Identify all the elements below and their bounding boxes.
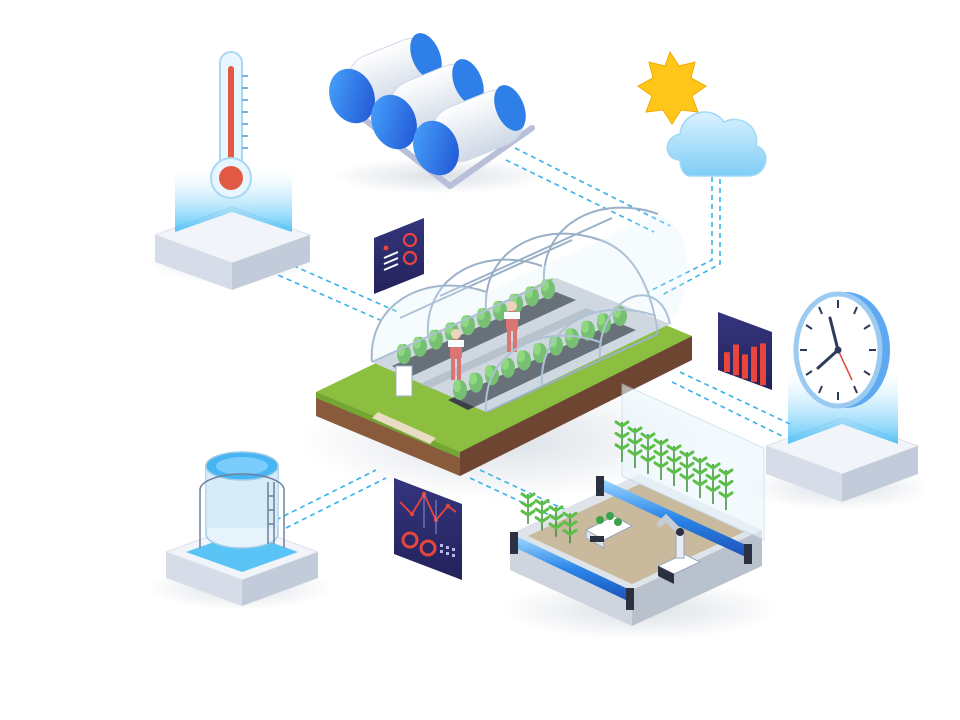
seedling (653, 438, 669, 480)
connector-weather-2 (659, 170, 721, 297)
plant-rows (397, 279, 627, 400)
worker-1 (448, 329, 464, 380)
greenhouse-glass (371, 214, 688, 412)
thermometer-icon (210, 51, 252, 199)
plant (565, 328, 579, 349)
seedling (640, 432, 656, 474)
clock-icon (793, 291, 890, 409)
worker-2 (504, 301, 520, 352)
harvest-robot[interactable] (584, 512, 634, 549)
cloud-icon (666, 111, 767, 177)
bar-chart-panel[interactable] (718, 312, 772, 390)
plant (453, 380, 467, 400)
greenhouse-workers (448, 301, 520, 380)
connector-clock (679, 371, 791, 425)
vertical-farm-node[interactable] (500, 383, 780, 640)
settings-panel[interactable] (374, 218, 424, 294)
bar-chart-bar (760, 343, 766, 386)
robot-farm-icon (584, 512, 702, 584)
greenhouse-door[interactable] (395, 365, 413, 397)
water-tank-icon (199, 451, 285, 549)
seedling (614, 420, 630, 462)
greenhouse-hub[interactable] (300, 206, 700, 500)
connector-water-2 (285, 477, 387, 529)
plant (581, 320, 595, 341)
seedling (666, 444, 682, 486)
gas-tank-3 (413, 85, 526, 176)
connector-clock-2 (671, 381, 783, 437)
bar-chart-bar (751, 346, 757, 382)
greenhouse-arches (370, 206, 671, 413)
bar-chart-bar (724, 352, 730, 372)
seedling (548, 505, 564, 537)
seedling (692, 456, 708, 498)
sun-icon (637, 50, 707, 125)
seedling (718, 468, 734, 510)
robotic-arm[interactable] (656, 513, 702, 584)
connector-weather (647, 168, 713, 293)
plant (533, 343, 547, 363)
toggle-settings-icon (383, 232, 418, 271)
grow-lamps (510, 476, 752, 610)
plant (469, 372, 483, 393)
seedling (520, 492, 536, 524)
plant (517, 350, 531, 371)
plant (597, 313, 611, 334)
seedlings (520, 420, 734, 544)
bar-chart-icon (724, 343, 766, 386)
water-tank-node[interactable] (148, 451, 332, 610)
seedling (534, 498, 550, 531)
thermometer-glow (175, 170, 292, 232)
bar-chart-bar (742, 354, 748, 379)
analytics-panel[interactable] (394, 478, 462, 580)
connector-tanks-2 (514, 147, 671, 227)
seedling (679, 450, 695, 492)
bar-chart-bar (733, 344, 739, 376)
clock-node[interactable] (748, 291, 932, 510)
gas-tanks-icon (329, 33, 526, 176)
gas-tanks-node[interactable] (321, 29, 550, 194)
line-chart-icon (399, 491, 457, 557)
seedling (705, 462, 721, 504)
weather-node[interactable] (637, 50, 767, 177)
seedling (562, 511, 578, 544)
thermometer-node[interactable] (146, 51, 318, 290)
seedling (627, 426, 643, 468)
